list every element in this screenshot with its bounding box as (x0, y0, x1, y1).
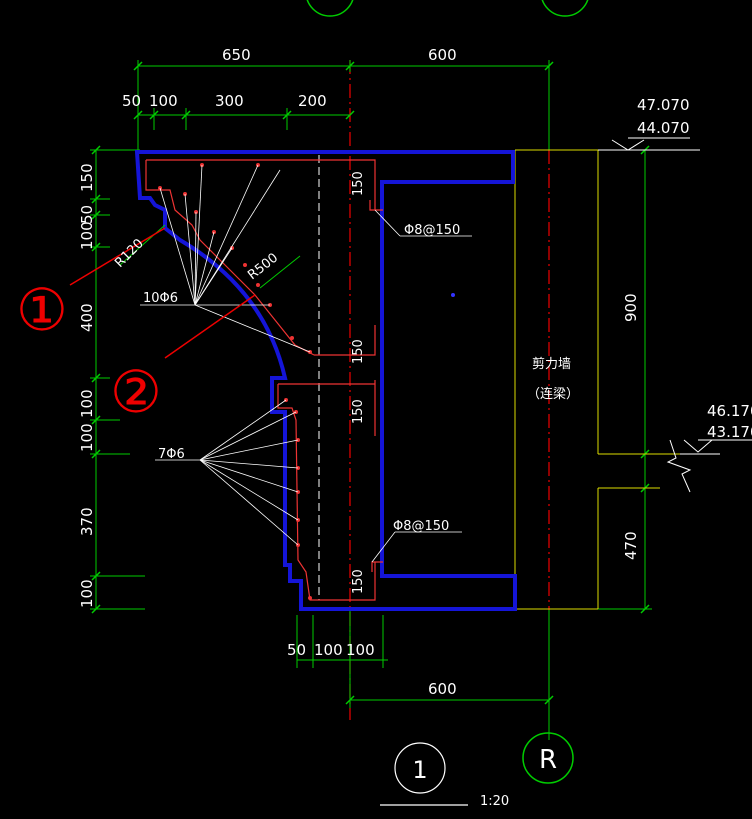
grid-label-r: R (539, 745, 557, 775)
dim-inner-150c: 150 (351, 399, 366, 424)
dim-right-900: 900 (622, 293, 640, 322)
elevation-marker-top (598, 137, 700, 151)
bottom-dimensions: 50 100 100 600 (287, 641, 457, 698)
rebar-bundle-7: 7Φ6 (158, 447, 185, 462)
dim-bottom-100a: 100 (314, 641, 343, 659)
elev-44070: 44.070 (637, 119, 690, 137)
wall-outline (514, 149, 680, 610)
top-dimensions: 650 600 50 100 300 200 (122, 46, 457, 110)
elev-43170: 43.170 (707, 423, 752, 441)
dim-left-100a: 100 (78, 221, 96, 250)
dim-left-50: 50 (78, 205, 96, 224)
dim-left-150: 150 (78, 163, 96, 192)
dimension-lines (90, 60, 652, 740)
dim-inner-150a: 150 (351, 171, 366, 196)
dim-bottom-50: 50 (287, 641, 306, 659)
dim-right-470: 470 (622, 531, 640, 560)
rebar (145, 159, 383, 601)
callout-2: ② (110, 358, 162, 426)
rebar-label-top: Φ8@150 (404, 223, 460, 238)
dim-left-100c: 100 (78, 423, 96, 452)
dim-bottom-100b: 100 (346, 641, 375, 659)
left-dimensions: 150 50 100 400 100 100 370 100 (78, 163, 96, 608)
dim-top-100: 100 (149, 92, 178, 110)
callout-leaders (69, 227, 256, 359)
dim-left-100d: 100 (78, 579, 96, 608)
callout-1: ① (16, 276, 68, 344)
dim-inner-150d: 150 (351, 569, 366, 594)
rebar-labels: Φ8@150 Φ8@150 10Φ6 7Φ6 (143, 223, 460, 534)
right-dimensions: 900 470 (622, 293, 640, 560)
dim-top-50: 50 (122, 92, 141, 110)
inner-dimensions: 150 150 150 150 (351, 171, 366, 594)
elev-47070: 47.070 (637, 96, 690, 114)
callout-markers: ① ② (16, 276, 162, 426)
detail-scale: 1:20 (480, 794, 509, 809)
grid-bubble-r: R (522, 732, 574, 784)
radius-r500: R500 (245, 250, 281, 283)
wall-label-line1: 剪力墙 (532, 356, 571, 372)
rebar-label-bottom: Φ8@150 (393, 519, 449, 534)
elev-46170: 46.170 (707, 402, 752, 420)
concrete-profile (134, 150, 517, 611)
rebar-leaders (140, 164, 472, 563)
axis-lines (349, 60, 550, 720)
break-symbol (666, 439, 692, 493)
dim-inner-150b: 150 (351, 339, 366, 364)
dim-left-370: 370 (78, 507, 96, 536)
rebar-bundle-10: 10Φ6 (143, 291, 178, 306)
dim-top-600: 600 (428, 46, 457, 64)
wall-label: 剪力墙 （连梁） (527, 356, 579, 402)
elevation-labels: 47.070 44.070 46.170 43.170 (637, 96, 752, 441)
detail-marker: 1 1:20 (380, 742, 509, 809)
dim-top-650: 650 (222, 46, 251, 64)
wall-label-line2: （连梁） (527, 386, 579, 402)
dim-bottom-600: 600 (428, 680, 457, 698)
detail-number: 1 (412, 756, 427, 784)
elevation-marker-mid (680, 439, 752, 455)
dim-top-300: 300 (215, 92, 244, 110)
dim-top-200: 200 (298, 92, 327, 110)
dim-left-400: 400 (78, 303, 96, 332)
top-grid-bubbles (306, 0, 589, 17)
dim-left-100b: 100 (78, 389, 96, 418)
